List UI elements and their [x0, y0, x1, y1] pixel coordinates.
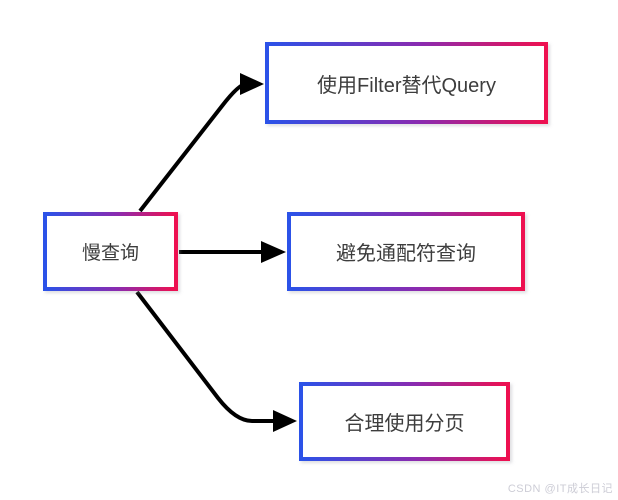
node-avoid-wildcard: 避免通配符查询 [287, 212, 525, 291]
node-avoid-wildcard-label: 避免通配符查询 [336, 243, 476, 265]
node-slow-query: 慢查询 [43, 212, 178, 291]
arrowhead-to-wildcard [261, 241, 286, 263]
node-pagination-label: 合理使用分页 [344, 413, 465, 435]
arrow-to-pagination [135, 290, 275, 423]
watermark: CSDN @IT成长日记 [507, 483, 613, 495]
node-use-filter: 使用Filter替代Query [265, 42, 548, 124]
node-slow-query-label: 慢查询 [81, 243, 139, 264]
arrowhead-to-filter [240, 73, 264, 95]
node-use-filter-label: 使用Filter替代Query [317, 74, 496, 97]
node-pagination: 合理使用分页 [299, 382, 510, 461]
arrow-to-filter [138, 82, 247, 213]
arrowhead-to-pagination [273, 410, 297, 432]
